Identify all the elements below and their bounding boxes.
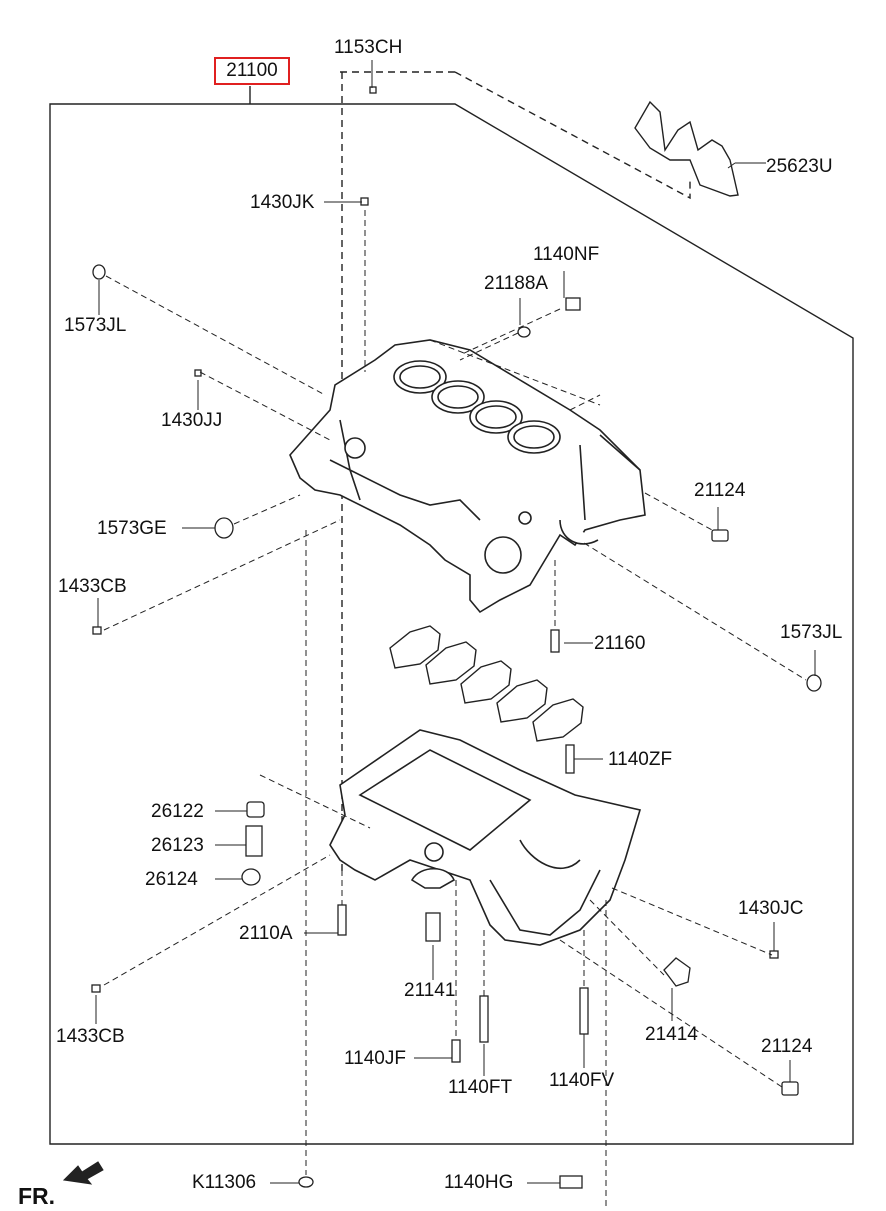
plug-26124 <box>241 868 261 886</box>
part-label-1573JL-top[interactable]: 1573JL <box>64 315 127 336</box>
part-label-1573JL-right[interactable]: 1573JL <box>780 622 843 643</box>
cylinder-block <box>289 339 646 614</box>
main-bearing-caps <box>389 625 584 742</box>
bolt-1140FT <box>479 995 489 1043</box>
part-label-1140ZF[interactable]: 1140ZF <box>608 749 673 770</box>
part-label-21188A[interactable]: 21188A <box>484 273 549 294</box>
pin-1153CH <box>369 86 377 94</box>
bolt-1140JF <box>451 1039 461 1063</box>
lower-crankcase <box>329 729 642 946</box>
plug-1573JL-right <box>806 674 822 692</box>
bolt-1140ZF <box>565 744 575 774</box>
bracket-21414 <box>663 957 691 987</box>
part-label-26124[interactable]: 26124 <box>145 869 198 890</box>
part-label-1430JK[interactable]: 1430JK <box>250 192 315 213</box>
part-label-1140HG[interactable]: 1140HG <box>444 1172 514 1193</box>
spring-26123 <box>245 825 263 857</box>
spring-21141 <box>425 912 441 942</box>
pin-1430JK <box>360 197 369 206</box>
front-arrow-icon <box>62 1161 104 1185</box>
part-label-1140JF[interactable]: 1140JF <box>344 1048 406 1069</box>
part-label-1433CB-bottom[interactable]: 1433CB <box>56 1026 125 1047</box>
seal-K11306 <box>298 1176 314 1188</box>
part-label-1140NF[interactable]: 1140NF <box>533 244 600 265</box>
dowel-21124-bottom <box>781 1081 799 1096</box>
bolt-2110A <box>337 904 347 936</box>
baffle-plate-part <box>634 100 739 197</box>
assembly-part-number[interactable]: 21100 <box>214 57 290 85</box>
part-label-21141[interactable]: 21141 <box>404 980 456 1001</box>
seal-1573GE <box>214 517 234 539</box>
bolt-21160 <box>550 629 560 653</box>
part-label-21160[interactable]: 21160 <box>594 633 646 654</box>
part-label-1140FV[interactable]: 1140FV <box>549 1070 615 1091</box>
part-label-1430JC[interactable]: 1430JC <box>738 898 804 919</box>
part-label-25623U[interactable]: 25623U <box>766 156 833 177</box>
pin-1433CB-bottom <box>91 984 101 993</box>
part-label-21124-top[interactable]: 21124 <box>694 480 746 501</box>
bolt-1140NF <box>565 297 581 311</box>
part-label-21124-bottom[interactable]: 21124 <box>761 1036 813 1057</box>
bolt-1140FV <box>579 987 589 1035</box>
front-direction-label: FR. <box>18 1183 56 1209</box>
part-label-26123[interactable]: 26123 <box>151 835 204 856</box>
pin-1430JJ <box>194 369 202 377</box>
part-label-1573GE[interactable]: 1573GE <box>97 518 167 539</box>
plug-1573JL-top <box>92 264 106 280</box>
part-label-1153CH[interactable]: 1153CH <box>334 37 403 58</box>
part-label-1433CB-top[interactable]: 1433CB <box>58 576 127 597</box>
small-parts <box>91 86 822 1189</box>
part-label-2110A[interactable]: 2110A <box>239 923 293 944</box>
washer-21188A <box>517 326 531 338</box>
assembly-frame <box>49 86 854 1145</box>
assembly-dashed-lines <box>103 210 807 1206</box>
part-label-K11306[interactable]: K11306 <box>192 1172 257 1193</box>
part-label-21414[interactable]: 21414 <box>645 1024 698 1045</box>
part-label-1140FT[interactable]: 1140FT <box>448 1077 513 1098</box>
leader-lines <box>95 60 816 1184</box>
part-label-1430JJ[interactable]: 1430JJ <box>161 410 223 431</box>
pin-1433CB-top <box>92 626 102 635</box>
dowel-21124-top <box>711 529 729 542</box>
bolt-1140HG <box>559 1175 583 1189</box>
cap-26122 <box>246 801 265 818</box>
part-label-26122[interactable]: 26122 <box>151 801 204 822</box>
